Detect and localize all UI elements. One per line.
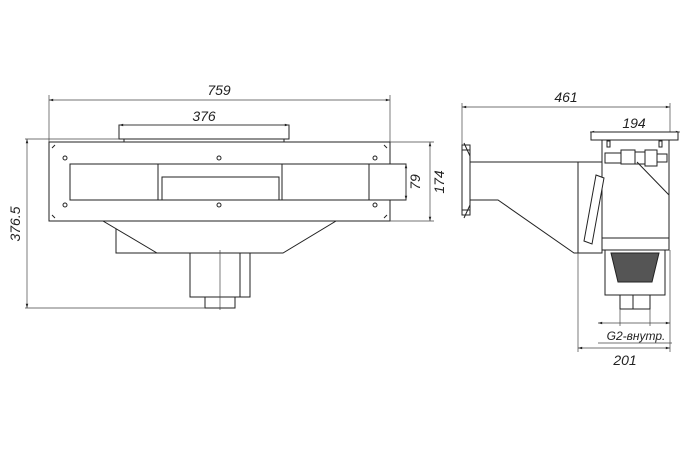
dim-flange-height: 174 (431, 170, 447, 194)
dim-overall-depth: 461 (554, 89, 577, 105)
inlet-slot (69, 163, 407, 201)
side-top-plate (590, 131, 679, 141)
outlet-connector (619, 294, 651, 310)
top-plate (118, 124, 290, 140)
screw-icons (62, 155, 378, 208)
dim-side-top-plate-width: 194 (622, 115, 646, 131)
dim-connection: G2-внутр. (607, 329, 666, 343)
weir-flap (161, 176, 280, 201)
dim-body-width: 201 (612, 352, 636, 368)
basket-mesh (610, 252, 660, 283)
inlet-throat (469, 161, 579, 254)
side-view: 461 194 G2-внутр. (461, 89, 681, 368)
dim-slot-height: 79 (407, 174, 423, 190)
front-view: 759 376 79 174 (7, 82, 447, 310)
dim-top-plate-width: 376 (192, 108, 216, 124)
weir-flap-side (583, 174, 605, 245)
side-flange (461, 144, 471, 216)
dim-overall-width: 759 (207, 82, 231, 98)
dim-total-height: 376.5 (7, 206, 23, 241)
